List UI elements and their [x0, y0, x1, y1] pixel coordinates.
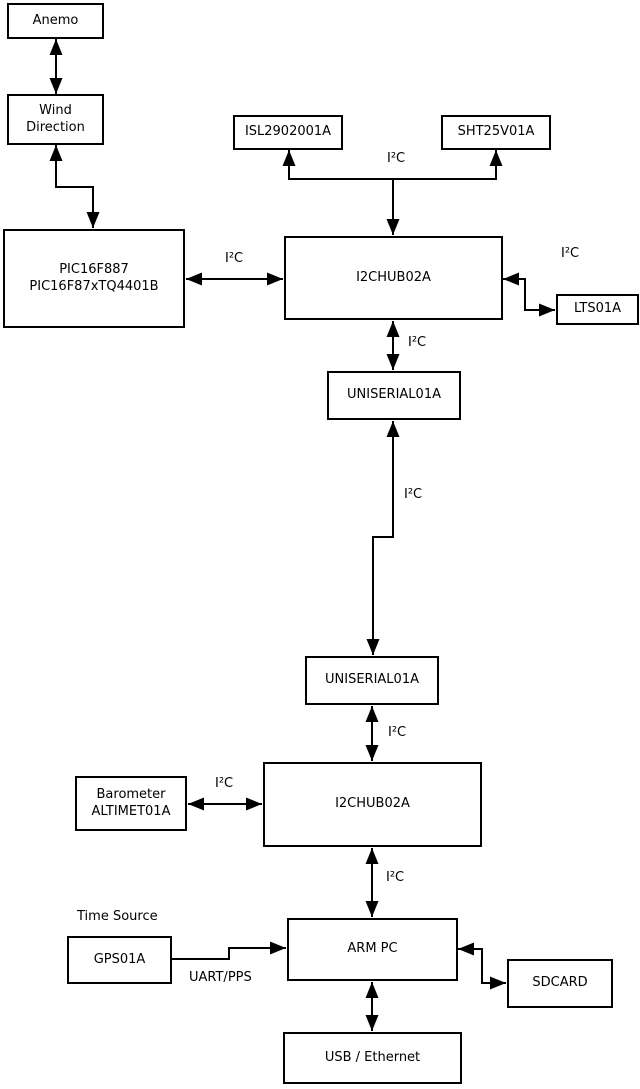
uniserial01a-lower-box: UNISERIAL01A: [305, 656, 439, 705]
connector-uniserial1-uniserial2: [366, 421, 400, 655]
pic-microcontroller-box: PIC16F887 PIC16F87xTQ4401B: [3, 229, 185, 328]
i2c-label-hub-uniserial: I²C: [408, 335, 427, 350]
sdcard-box: SDCARD: [507, 959, 613, 1008]
sht25v01a-box: SHT25V01A: [441, 115, 551, 150]
pic-label-line1: PIC16F887: [59, 261, 129, 277]
gps01a-label: GPS01A: [93, 951, 146, 967]
arm-pc-box: ARM PC: [287, 918, 458, 981]
wind-direction-label-line2: Direction: [26, 119, 85, 135]
i2c-label-hub-lts: I²C: [561, 246, 580, 261]
usb-ethernet-label: USB / Ethernet: [324, 1049, 421, 1065]
lts01a-label: LTS01A: [573, 301, 622, 317]
i2c-label-barometer-hub2: I²C: [215, 776, 234, 791]
connector-armpc-sdcard: [458, 942, 506, 990]
i2c-label-uniserial-hub2: I²C: [388, 725, 407, 740]
time-source-label: Time Source: [77, 909, 158, 924]
i2c-label-pic-hub: I²C: [225, 251, 244, 266]
arm-pc-label: ARM PC: [347, 941, 398, 957]
usb-ethernet-box: USB / Ethernet: [283, 1032, 462, 1084]
i2c-label-top-branch: I²C: [387, 151, 406, 166]
barometer-label-line2: ALTIMET01A: [91, 803, 171, 819]
anemo-label: Anemo: [32, 12, 79, 28]
i2c-label-long-link: I²C: [404, 487, 423, 502]
connector-gps-armpc: [172, 941, 286, 960]
uniserial01a-upper-box: UNISERIAL01A: [327, 371, 461, 420]
connector-i2chub1-lts: [503, 272, 555, 317]
uniserial01a-upper-label: UNISERIAL01A: [347, 387, 441, 403]
isl2902001a-box: ISL2902001A: [233, 115, 343, 150]
gps01a-box: GPS01A: [67, 936, 172, 984]
anemo-box: Anemo: [7, 3, 104, 39]
i2chub02a-upper-box: I2CHUB02A: [284, 236, 503, 320]
sdcard-label: SDCARD: [532, 975, 588, 991]
i2chub02a-lower-box: I2CHUB02A: [263, 762, 482, 847]
connector-winddirection-pic: [49, 145, 100, 228]
sht25v01a-label: SHT25V01A: [457, 124, 535, 140]
pic-label-line2: PIC16F87xTQ4401B: [29, 278, 159, 294]
barometer-label-line1: Barometer: [96, 786, 166, 802]
i2chub02a-upper-label: I2CHUB02A: [356, 269, 431, 285]
uart-pps-label: UART/PPS: [189, 970, 252, 985]
connector-branch-isl-sht: [282, 150, 503, 180]
wind-direction-label-line1: Wind: [39, 102, 72, 118]
barometer-altimet01a-box: Barometer ALTIMET01A: [75, 776, 187, 831]
lts01a-box: LTS01A: [556, 294, 639, 325]
i2c-label-hub2-armpc: I²C: [386, 870, 405, 885]
i2chub02a-lower-label: I2CHUB02A: [335, 796, 410, 812]
wind-direction-box: Wind Direction: [7, 94, 104, 145]
uniserial01a-lower-label: UNISERIAL01A: [325, 672, 419, 688]
isl2902001a-label: ISL2902001A: [244, 124, 332, 140]
